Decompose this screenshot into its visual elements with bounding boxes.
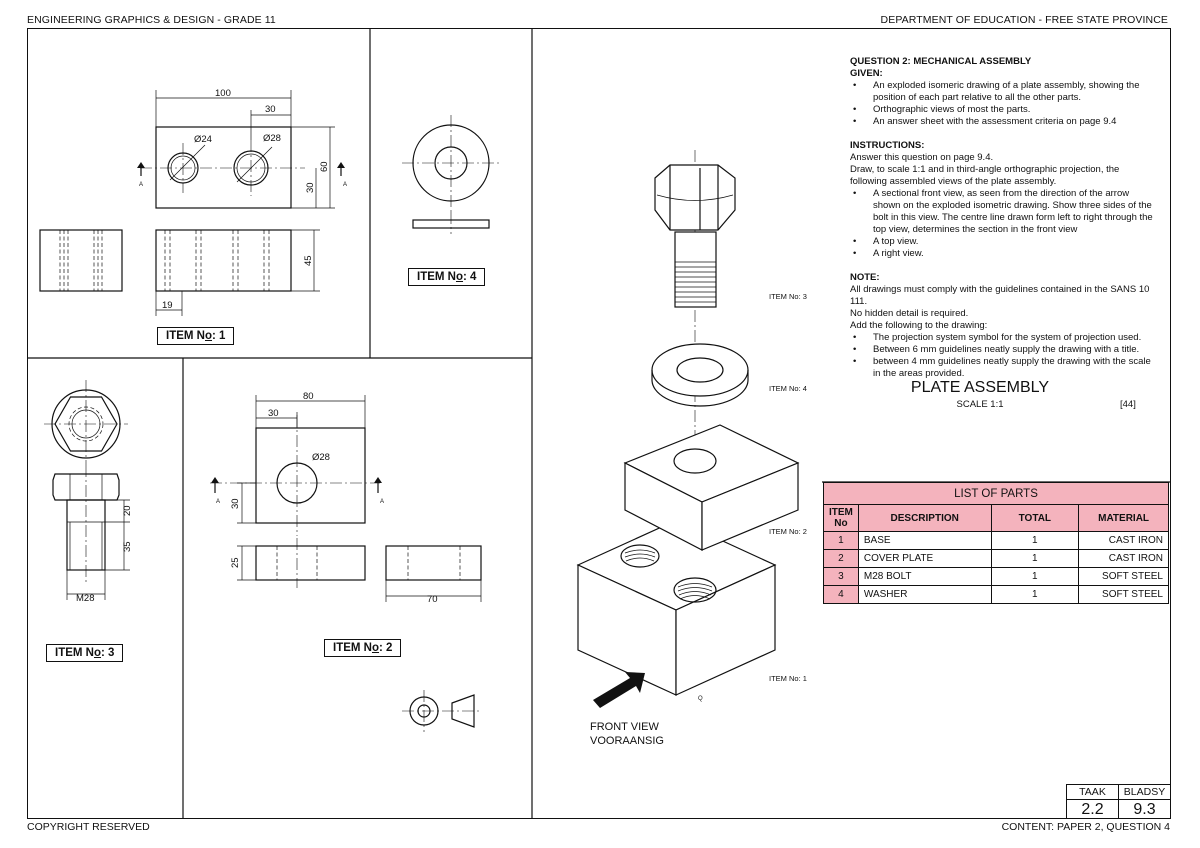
dim-30-vertical: 30: [230, 498, 241, 509]
parts-table-header: ITEM No DESCRIPTION TOTAL MATERIAL: [823, 504, 1169, 532]
given-item: An exploded isomeric drawing of a plate …: [850, 80, 1156, 104]
section-a-left: A: [216, 499, 220, 505]
plate-scale: SCALE 1:1: [956, 399, 1004, 410]
header-left: ENGINEERING GRAPHICS & DESIGN - GRADE 11: [27, 14, 276, 26]
table-row: 3 M28 BOLT 1 SOFT STEEL: [823, 567, 1169, 586]
parts-table-title: LIST OF PARTS: [823, 482, 1169, 505]
note-line: All drawings must comply with the guidel…: [850, 284, 1150, 307]
header-total: TOTAL: [990, 504, 1080, 532]
footer-left: COPYRIGHT RESERVED: [27, 821, 150, 833]
given-list: An exploded isomeric drawing of a plate …: [850, 80, 1156, 128]
item1-drawing: [39, 90, 345, 316]
instructions-heading: INSTRUCTIONS:: [850, 140, 925, 151]
instructions-list: A sectional front view, as seen from the…: [850, 188, 1156, 260]
section-a-right: A: [343, 182, 347, 188]
section-a-right: A: [380, 499, 384, 505]
isometric-exploded-view: [576, 150, 800, 708]
footer-right: CONTENT: PAPER 2, QUESTION 4: [1001, 821, 1170, 833]
iso-label-item4: ITEM No: 4: [769, 384, 807, 393]
table-row: 1 BASE 1 CAST IRON: [823, 531, 1169, 550]
dim-25: 25: [230, 557, 241, 568]
given-item: Orthographic views of most the parts.: [850, 104, 1156, 116]
isometric-labels: ITEM No: 3 ITEM No: 4 ITEM No: 2 ITEM No…: [698, 292, 807, 702]
front-view-caption: FRONT VIEW VOORAANSIG: [590, 721, 664, 747]
item3-drawing: [44, 380, 130, 600]
dim-dia28: Ø28: [312, 452, 330, 463]
question-panel: QUESTION 2: MECHANICAL ASSEMBLY GIVEN: A…: [850, 56, 1156, 380]
item4-label: ITEM No: 4: [408, 268, 486, 286]
question-title: QUESTION 2: MECHANICAL ASSEMBLY: [850, 56, 1032, 67]
header-item-no: ITEM No: [823, 504, 859, 532]
marks: [44]: [1120, 399, 1136, 410]
note-item: between 4 mm guidelines neatly supply th…: [850, 356, 1156, 380]
dim-30: 30: [268, 408, 279, 419]
note-line: Add the following to the drawing:: [850, 320, 988, 331]
instructions-line: Draw, to scale 1:1 and in third-angle or…: [850, 164, 1120, 187]
item4-drawing: [402, 115, 500, 234]
note-item: The projection system symbol for the sys…: [850, 332, 1156, 344]
note-heading: NOTE:: [850, 272, 880, 283]
item1-dimensions: 100 30 Ø24 Ø28 60 30 45 19 A A: [139, 88, 347, 311]
instruction-item: A sectional front view, as seen from the…: [850, 188, 1156, 236]
item3-label: ITEM No: 3: [46, 644, 124, 662]
dim-dia28: Ø28: [263, 133, 281, 144]
dim-45: 45: [303, 255, 314, 266]
notes-list: The projection system symbol for the sys…: [850, 332, 1156, 380]
instruction-item: A top view.: [850, 236, 1156, 248]
iso-label-item3: ITEM No: 3: [769, 292, 807, 301]
dim-70: 70: [427, 594, 438, 605]
dim-m28: M28: [76, 593, 94, 604]
header-right: DEPARTMENT OF EDUCATION - FREE STATE PRO…: [880, 14, 1168, 26]
plate-title: PLATE ASSEMBLY: [910, 379, 1050, 396]
dim-19: 19: [162, 300, 173, 311]
header-material: MATERIAL: [1078, 504, 1169, 532]
dim-30: 30: [265, 104, 276, 115]
taak-cell: TAAK 2.2: [1067, 785, 1119, 819]
instruction-item: A right view.: [850, 248, 1156, 260]
table-row: 4 WASHER 1 SOFT STEEL: [823, 585, 1169, 604]
bladsy-cell: BLADSY 9.3: [1119, 785, 1171, 819]
iso-label-q: Q: [698, 696, 703, 702]
dim-35: 35: [122, 541, 133, 552]
drawing-sheet: [27, 28, 1171, 819]
table-row: 2 COVER PLATE 1 CAST IRON: [823, 549, 1169, 568]
iso-label-item2: ITEM No: 2: [769, 527, 807, 536]
item2-drawing: [210, 395, 482, 732]
dim-30-vertical: 30: [305, 182, 316, 193]
dim-20: 20: [122, 505, 133, 516]
dim-dia24: Ø24: [194, 134, 212, 145]
dim-80: 80: [303, 391, 314, 402]
note-line: No hidden detail is required.: [850, 308, 969, 319]
instructions-line: Answer this question on page 9.4.: [850, 152, 994, 163]
item1-label: ITEM No: 1: [157, 327, 235, 345]
given-heading: GIVEN:: [850, 68, 883, 79]
item3-dimensions: 20 35 M28: [76, 505, 133, 604]
iso-label-item1: ITEM No: 1: [769, 674, 807, 683]
dim-60: 60: [319, 161, 330, 172]
title-block: TAAK 2.2 BLADSY 9.3: [1066, 784, 1171, 819]
note-item: Between 6 mm guidelines neatly supply th…: [850, 344, 1156, 356]
header-description: DESCRIPTION: [857, 504, 992, 532]
item2-label: ITEM No: 2: [324, 639, 402, 657]
given-item: An answer sheet with the assessment crit…: [850, 116, 1156, 128]
item2-dimensions: 80 30 Ø28 30 25 70 A A: [216, 391, 438, 605]
parts-table: LIST OF PARTS ITEM No DESCRIPTION TOTAL …: [823, 482, 1169, 604]
dim-100: 100: [215, 88, 231, 99]
section-a-left: A: [139, 182, 143, 188]
